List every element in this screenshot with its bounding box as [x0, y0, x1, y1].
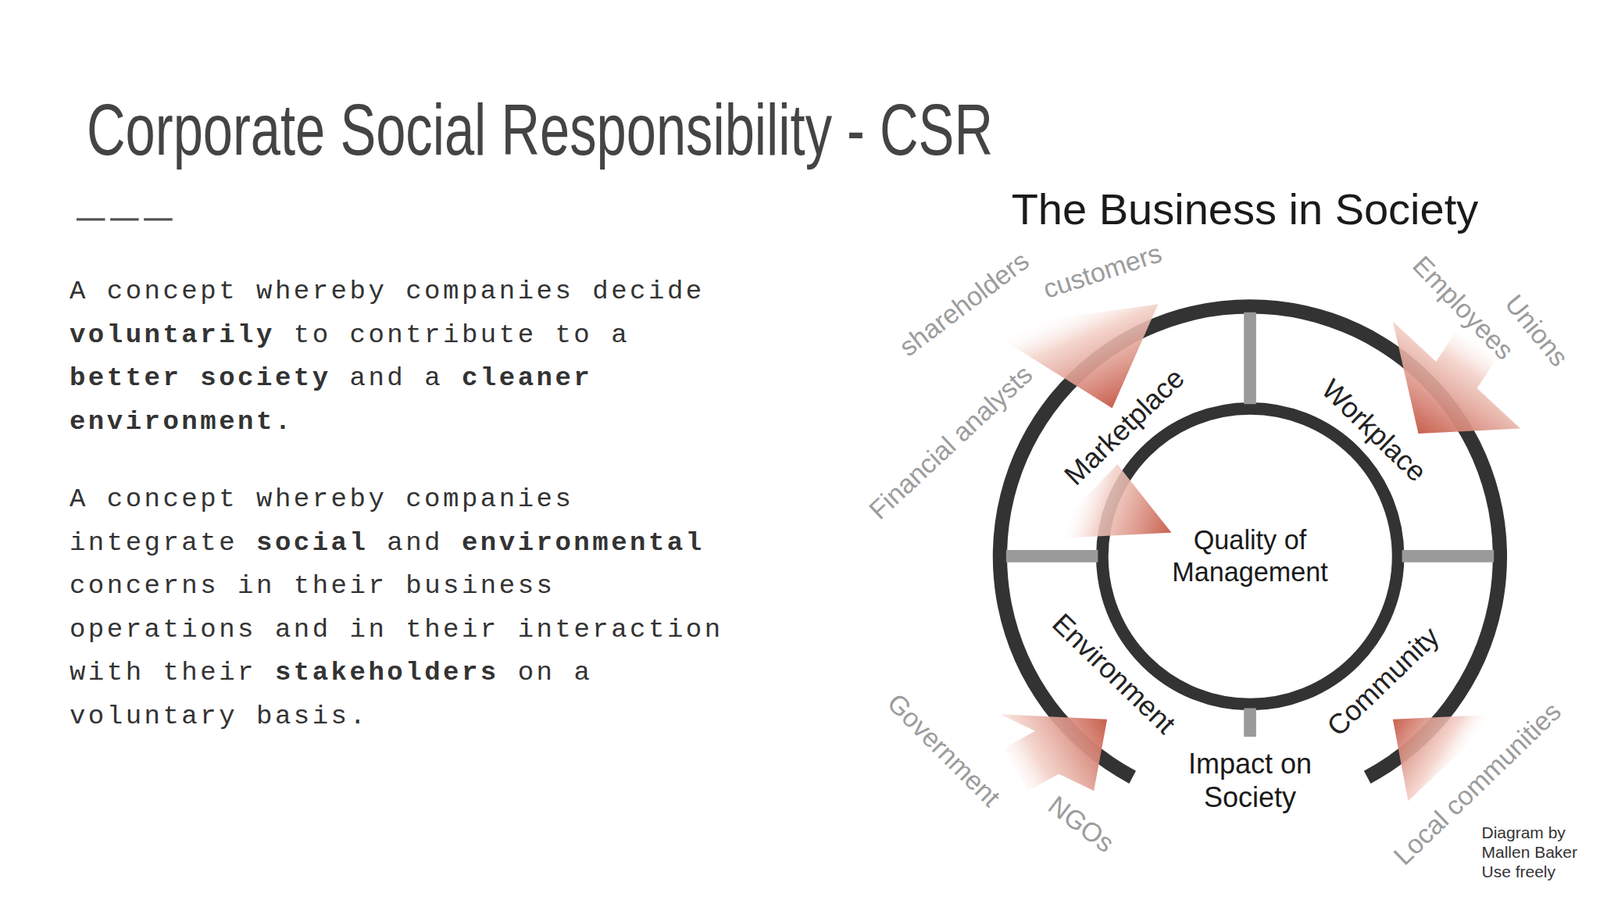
bold-term: voluntarily: [69, 320, 275, 350]
text-run: [386, 571, 406, 601]
text-run: [256, 614, 275, 645]
text-run: and: [350, 363, 407, 393]
text-run: and: [386, 528, 443, 558]
text-run: [442, 363, 462, 393]
circle-outline: [1102, 407, 1399, 704]
text-run: operations: [69, 614, 257, 645]
definition-paragraph: A concept whereby companies integrate so…: [69, 478, 733, 739]
ring-label: Impact on Society: [1171, 746, 1329, 815]
text-run: [144, 657, 164, 688]
diagram-heading: The Business in Society: [1011, 182, 1479, 236]
text-run: [88, 484, 108, 515]
text-run: [237, 528, 257, 558]
text-run: A: [69, 484, 89, 515]
bold-term: environmental: [461, 528, 705, 558]
slide-title: Corporate Social Responsibility - CSR: [86, 93, 993, 166]
stakeholder-label: Financial analysts: [863, 357, 1040, 525]
ring-arc: [992, 299, 1508, 784]
stakeholder-label: Government: [881, 686, 1008, 813]
text-run: [499, 657, 518, 688]
text-run: [275, 571, 294, 601]
text-run: voluntary: [69, 701, 238, 732]
text-run: their: [293, 571, 388, 601]
center-circle-node: Quality of Management: [1096, 402, 1404, 711]
text-run: business: [405, 571, 555, 601]
text-run: [536, 320, 556, 350]
center-label: Quality of Management: [1136, 524, 1364, 589]
text-run: [237, 276, 257, 307]
bold-term: cleaner: [461, 363, 593, 393]
text-run: [237, 701, 257, 732]
bold-term: society: [200, 363, 331, 393]
text-run: their: [405, 614, 500, 645]
stakeholder-label: NGOs: [1042, 789, 1121, 860]
text-run: [442, 528, 462, 558]
text-run: [554, 657, 574, 688]
text-run: to: [293, 320, 332, 350]
text-run: [386, 614, 406, 645]
text-run: [499, 614, 518, 645]
bold-term: stakeholders: [275, 657, 500, 688]
text-run: integrate: [69, 528, 238, 558]
text-run: [181, 363, 200, 393]
text-run: in: [350, 614, 388, 645]
text-run: [237, 484, 257, 515]
definition-paragraph: A concept whereby companies decide volun…: [69, 270, 733, 444]
stakeholder-arrows: [984, 303, 1521, 801]
text-run: decide: [592, 276, 704, 307]
text-run: [218, 571, 238, 601]
text-run: their: [162, 657, 257, 688]
text-run: whereby: [256, 276, 387, 307]
text-run: [386, 484, 406, 515]
bold-term: better: [69, 363, 182, 393]
text-run: [331, 363, 350, 393]
stakeholder-label: Unions: [1498, 288, 1575, 373]
text-run: a: [573, 657, 593, 688]
text-run: whereby: [256, 484, 387, 515]
text-run: a: [610, 320, 630, 350]
text-run: on: [517, 657, 556, 688]
text-run: [386, 276, 406, 307]
text-run: a: [424, 363, 443, 393]
stakeholder-label: customers: [1039, 237, 1166, 306]
text-run: [405, 363, 425, 393]
text-run: and: [275, 614, 332, 645]
text-run: contribute: [350, 320, 537, 350]
text-run: [367, 528, 387, 558]
credit-note: Diagram by Mallen Baker Use freely: [1481, 822, 1591, 883]
stakeholder-arrow: [1000, 714, 1108, 791]
text-run: concept: [107, 484, 238, 515]
text-run: concept: [107, 276, 238, 307]
bold-term: environment.: [69, 407, 294, 437]
text-run: [573, 276, 593, 307]
text-run: basis.: [256, 701, 368, 732]
text-run: A: [69, 276, 89, 307]
text-run: [331, 320, 350, 350]
text-run: [256, 657, 275, 688]
text-run: to: [554, 320, 593, 350]
text-run: companies: [405, 484, 574, 515]
text-run: companies: [405, 276, 574, 307]
text-run: [331, 614, 350, 645]
bold-term: social: [256, 528, 368, 558]
text-run: [275, 320, 294, 350]
text-run: in: [237, 571, 275, 601]
inner-circle: [1096, 402, 1404, 711]
text-run: [88, 276, 108, 307]
text-run: [592, 320, 611, 350]
text-run: concerns: [69, 571, 219, 601]
text-run: with: [69, 657, 145, 688]
title-rule: [76, 217, 174, 221]
text-run: interaction: [517, 614, 724, 645]
